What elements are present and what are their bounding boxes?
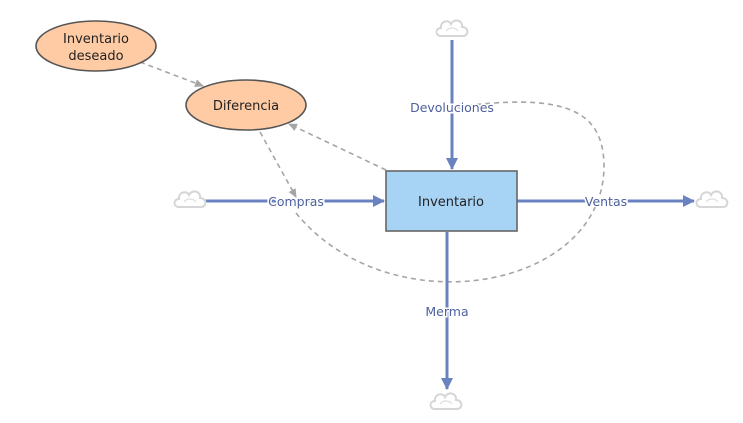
cloud-icon <box>695 190 729 208</box>
aux-desired-inventory[interactable]: Inventario deseado <box>35 20 157 72</box>
cloud-icon <box>173 190 207 208</box>
aux-desired-inventory-label-line2: deseado <box>68 49 123 64</box>
cloud-icon <box>429 392 463 410</box>
link-difference-to-purchases <box>259 131 297 198</box>
flow-label-purchases: Compras <box>268 194 324 209</box>
flow-label-sales: Ventas <box>585 194 627 209</box>
stock-inventory-label: Inventario <box>418 195 484 210</box>
aux-difference-shape <box>185 79 307 131</box>
aux-difference[interactable]: Diferencia <box>185 79 307 131</box>
aux-desired-inventory-label-line1: Inventario <box>63 32 129 47</box>
aux-difference-label: Diferencia <box>213 99 279 114</box>
link-inventory-to-difference <box>288 123 387 171</box>
aux-desired-inventory-shape <box>35 20 157 72</box>
link-loop-to-returns <box>295 101 605 283</box>
stock-inventory[interactable]: Inventario <box>385 170 518 232</box>
flow-label-shrinkage: Merma <box>425 304 468 319</box>
link-desired-to-difference <box>139 61 204 87</box>
cloud-icon <box>435 19 469 37</box>
stock-inventory-shape <box>385 170 518 232</box>
flow-label-returns: Devoluciones <box>410 100 494 115</box>
